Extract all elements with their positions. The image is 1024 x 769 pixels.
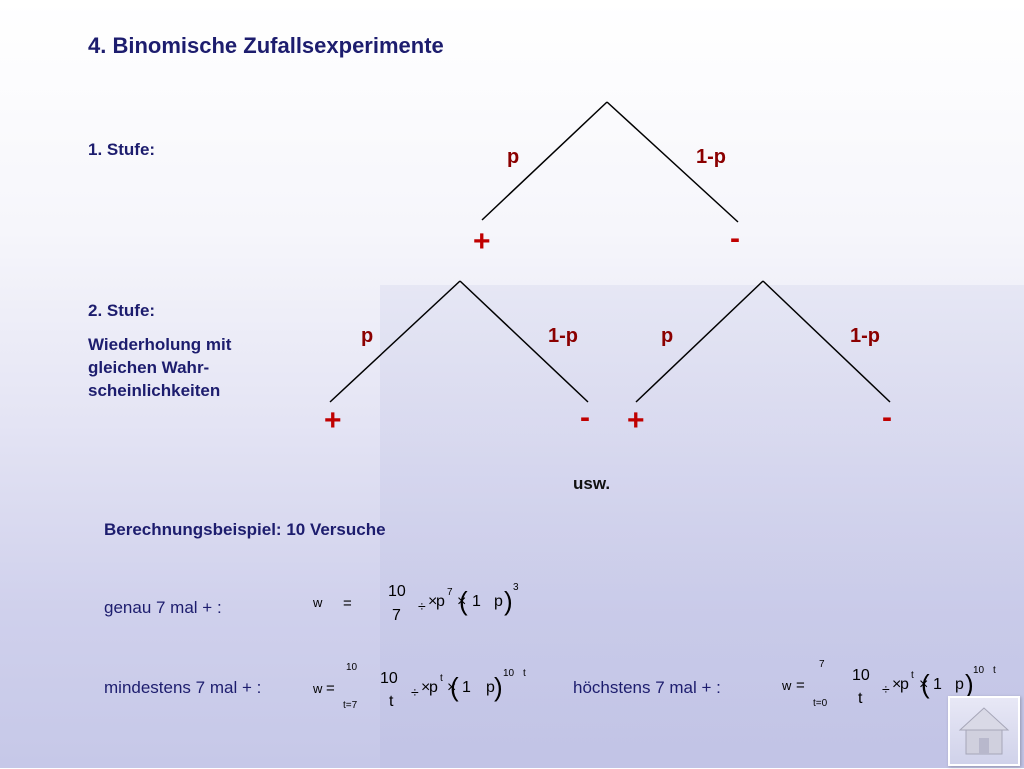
formula-p: p <box>900 676 909 693</box>
binomial-n: 10 <box>388 583 406 600</box>
branch-line <box>606 101 739 223</box>
outcome-plus: + <box>473 225 491 258</box>
binomial-k: 7 <box>392 607 401 624</box>
formula-equals: = <box>796 677 805 694</box>
formula-p: p <box>486 679 495 696</box>
formula-p: p <box>494 593 503 610</box>
usw-label: usw. <box>573 474 611 493</box>
paren-open: ( <box>450 672 459 702</box>
q-exponent: t <box>993 665 996 676</box>
outcome-minus: - <box>730 222 740 255</box>
outcome-minus: - <box>580 401 590 434</box>
formula-equals: = <box>326 680 335 697</box>
q-exponent: 10 <box>973 665 985 676</box>
paren-close: ) <box>494 672 503 702</box>
binomial-k: t <box>858 690 863 707</box>
paren-close: ) <box>965 669 974 699</box>
home-icon <box>958 707 1010 755</box>
branch-label-q: 1-p <box>696 146 726 168</box>
binomial-n: 10 <box>852 667 870 684</box>
case-exactly-label: genau 7 mal + : <box>104 598 222 617</box>
formula-one: 1 <box>472 593 481 610</box>
branch-label-p: p <box>507 146 520 168</box>
formula-p: p <box>955 676 964 693</box>
outcome-minus: - <box>882 401 892 434</box>
stage-1-label: 1. Stufe: <box>88 140 156 159</box>
binomial-n: 10 <box>380 670 398 687</box>
branch-line <box>459 280 589 403</box>
formula-w: w <box>313 595 323 610</box>
branch-label-q: 1-p <box>850 325 880 347</box>
branch-line <box>329 280 461 403</box>
paren-close: ) <box>504 586 513 616</box>
paren-open: ( <box>459 586 468 616</box>
q-exponent: 3 <box>513 582 519 593</box>
sum-upper-limit: 10 <box>346 662 358 673</box>
division-sign: ÷ <box>418 598 426 614</box>
division-sign: ÷ <box>882 681 890 697</box>
stage-2-label: 2. Stufe: <box>88 301 156 320</box>
p-exponent: t <box>440 673 443 684</box>
case-at-least-label: mindestens 7 mal + : <box>104 678 262 697</box>
p-exponent: t <box>911 670 914 681</box>
branch-label-q: 1-p <box>548 325 578 347</box>
sum-upper-limit: 7 <box>819 659 825 670</box>
formula-w: w <box>782 678 792 693</box>
stage-2-description: Wiederholung mit gleichen Wahr-scheinlic… <box>88 335 232 400</box>
sum-lower-limit: t=7 <box>343 700 358 711</box>
formula-p: p <box>436 593 445 610</box>
formula-w: w <box>313 681 323 696</box>
multiply-sign: × <box>457 593 467 610</box>
home-button[interactable] <box>948 696 1020 766</box>
multiply-sign: × <box>447 679 457 696</box>
outcome-plus: + <box>324 404 342 437</box>
branch-line <box>635 280 764 403</box>
paren-open: ( <box>921 669 930 699</box>
multiply-sign: × <box>428 593 438 610</box>
outcome-plus: + <box>627 404 645 437</box>
sum-lower-limit: t=0 <box>813 698 828 709</box>
branch-line <box>762 280 891 403</box>
q-exponent: 10 <box>503 668 515 679</box>
multiply-sign: × <box>421 679 431 696</box>
calculation-title: Berechnungsbeispiel: 10 Versuche <box>104 520 386 539</box>
multiply-sign: × <box>919 676 929 693</box>
multiply-sign: × <box>892 676 902 693</box>
formula-p: p <box>429 679 438 696</box>
branch-label-p: p <box>661 325 674 347</box>
branch-label-p: p <box>361 325 374 347</box>
binomial-k: t <box>389 693 394 710</box>
p-exponent: 7 <box>447 587 453 598</box>
branch-line <box>481 101 608 221</box>
formula-equals: = <box>343 595 352 612</box>
formula-one: 1 <box>933 676 942 693</box>
division-sign: ÷ <box>411 684 419 700</box>
page-title: 4. Binomische Zufallsexperimente <box>88 33 444 58</box>
q-exponent: t <box>523 668 526 679</box>
case-at-most-label: höchstens 7 mal + : <box>573 678 721 697</box>
formula-one: 1 <box>462 679 471 696</box>
